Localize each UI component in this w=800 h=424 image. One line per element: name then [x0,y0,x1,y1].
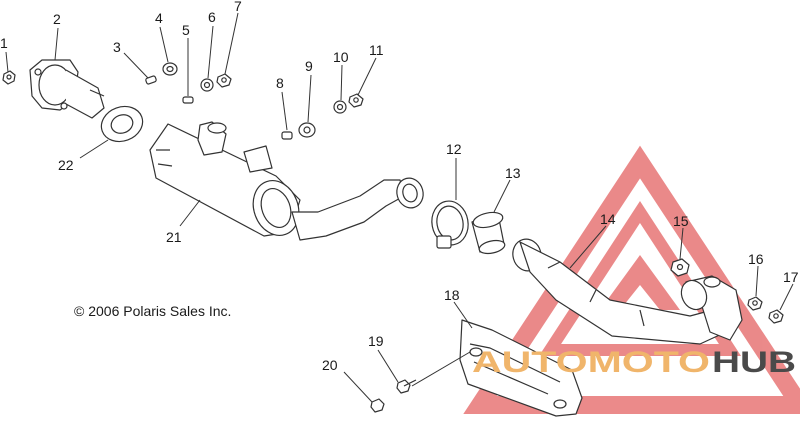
parts [2,59,784,417]
part-3-screw [145,75,157,85]
part-11-nut [348,93,364,108]
part-5-screw [182,96,194,104]
part-10-washer [333,100,347,114]
callout-3: 3 [113,39,121,55]
part-6-washer [200,78,214,92]
callout-16: 16 [748,251,764,267]
callout-10: 10 [333,49,349,65]
callout-1: 1 [0,35,8,51]
part-2-flange [29,59,105,119]
callout-17: 17 [783,269,799,285]
callout-13: 13 [505,165,521,181]
part-16-nut [747,296,763,311]
watermark-text: AUTOMOTO HUB [472,346,796,379]
callout-14: 14 [600,211,616,227]
part-8-screw [281,131,293,140]
part-12-clamp [431,200,469,249]
callout-18: 18 [444,287,460,303]
copyright-text: © 2006 Polaris Sales Inc. [74,303,231,319]
part-9-bushing [298,122,316,138]
callout-19: 19 [368,333,384,349]
part-20-screw [370,398,385,413]
leader-lines [5,12,794,403]
part-15-nut [670,258,690,277]
part-13-seal [471,211,506,255]
callout-7: 7 [234,0,242,14]
callout-labels: 1 2 3 4 5 6 7 8 9 10 11 12 13 14 15 16 1… [0,0,799,373]
part-4-washer [162,62,178,76]
callout-6: 6 [208,9,216,25]
part-18-heat-shield [459,319,583,417]
watermark-part2: HUB [712,346,796,379]
callout-8: 8 [276,75,284,91]
part-19-screw [396,379,417,394]
part-21-muffler [149,121,424,241]
callout-9: 9 [305,58,313,74]
watermark-part1: AUTOMOTO [472,346,710,379]
part-14-head-pipe [512,238,727,345]
callout-2: 2 [53,11,61,27]
pipe-flange-right [680,275,743,341]
callout-21: 21 [166,229,182,245]
callout-11: 11 [369,42,384,58]
part-7-nut [216,73,232,88]
callout-20: 20 [322,357,338,373]
part-22-gasket [100,105,144,143]
part-1-bolt [2,70,16,85]
callout-15: 15 [673,213,689,229]
callout-5: 5 [182,22,190,38]
callout-22: 22 [58,157,74,173]
part-17-bolt [768,309,784,324]
callout-4: 4 [155,10,163,26]
callout-12: 12 [446,141,462,157]
